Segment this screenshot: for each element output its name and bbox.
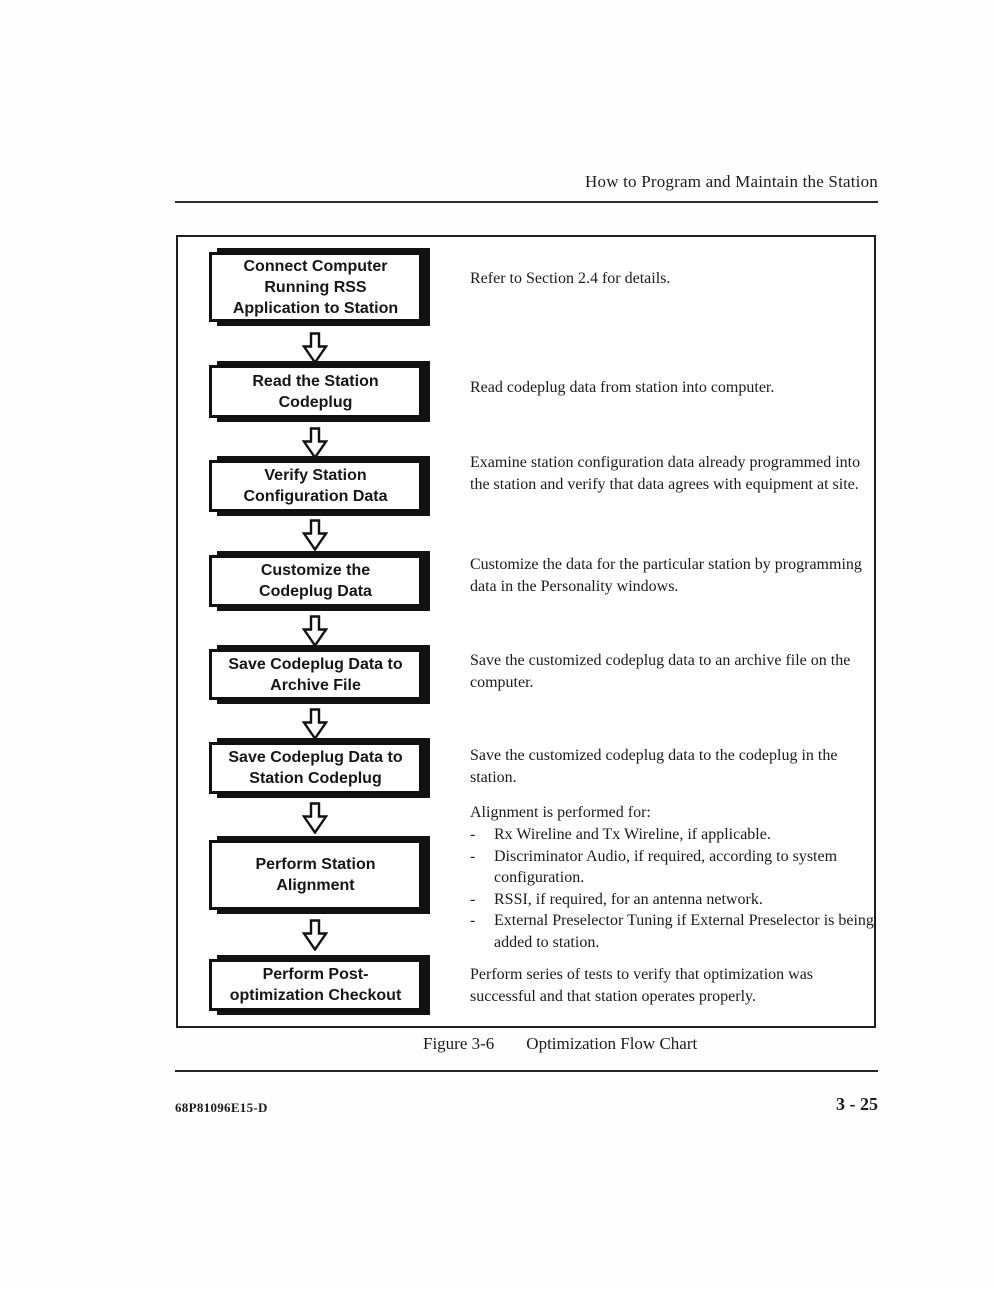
flow-box-label: Perform Station Alignment bbox=[255, 856, 376, 894]
down-arrow-icon bbox=[301, 708, 329, 741]
flow-step-description-1: Refer to Section 2.4 for details. bbox=[470, 270, 671, 287]
bullet-text: RSSI, if required, for an antenna networ… bbox=[494, 890, 763, 908]
header-divider bbox=[175, 201, 878, 203]
flow-box-label: Read the Station Codeplug bbox=[252, 372, 379, 411]
flow-box-read-codeplug: Read the Station Codeplug bbox=[209, 365, 422, 418]
down-arrow-icon bbox=[301, 919, 329, 952]
flow-step-description-7: Alignment is performed for: bbox=[470, 804, 651, 821]
bullet-dash: - bbox=[470, 847, 476, 865]
footer-doc-number: 68P81096E15-D bbox=[175, 1100, 268, 1115]
alignment-bullet-list: - Rx Wireline and Tx Wireline, if applic… bbox=[470, 824, 874, 953]
bullet-text: Discriminator Audio, if required, accord… bbox=[494, 847, 838, 887]
list-item: - Rx Wireline and Tx Wireline, if applic… bbox=[470, 824, 874, 846]
down-arrow-icon bbox=[301, 802, 329, 835]
bullet-text: External Preselector Tuning if External … bbox=[494, 912, 874, 951]
flow-box-save-station: Save Codeplug Data to Station Codeplug bbox=[209, 742, 422, 794]
flow-box-label: Save Codeplug Data to Archive File bbox=[228, 655, 403, 694]
flow-step-description-2: Read codeplug data from station into com… bbox=[470, 379, 775, 396]
flow-box-label: Verify Station Configuration Data bbox=[243, 467, 388, 505]
flow-step-description-5: Save the customized codeplug data to an … bbox=[470, 652, 851, 691]
flow-step-description-3: Examine station configuration data alrea… bbox=[470, 454, 861, 493]
bullet-dash: - bbox=[470, 890, 476, 908]
down-arrow-icon bbox=[301, 427, 329, 460]
flow-box-label: Perform Post- optimization Checkout bbox=[229, 966, 402, 1004]
footer-page-number: 3 - 25 bbox=[836, 1094, 878, 1114]
flow-step-description-6: Save the customized codeplug data to the… bbox=[470, 747, 838, 786]
bullet-dash: - bbox=[470, 826, 476, 843]
list-item: - RSSI, if required, for an antenna netw… bbox=[470, 889, 874, 911]
down-arrow-icon bbox=[301, 615, 329, 648]
figure-caption: Figure 3-6 Optimization Flow Chart bbox=[423, 1034, 697, 1054]
flow-box-label: Connect Computer Running RSS Application… bbox=[232, 257, 399, 317]
footer-divider bbox=[175, 1070, 878, 1072]
flow-box-perform-alignment: Perform Station Alignment bbox=[209, 840, 422, 910]
down-arrow-icon bbox=[301, 519, 329, 552]
figure-caption-label: Figure 3-6 bbox=[423, 1034, 495, 1053]
bullet-dash: - bbox=[470, 912, 476, 929]
flow-box-save-archive: Save Codeplug Data to Archive File bbox=[209, 649, 422, 700]
flow-box-label: Customize the Codeplug Data bbox=[259, 562, 372, 600]
running-header: How to Program and Maintain the Station bbox=[585, 172, 878, 191]
list-item: - External Preselector Tuning if Externa… bbox=[470, 910, 874, 953]
list-item: - Discriminator Audio, if required, acco… bbox=[470, 846, 874, 889]
bullet-text: Rx Wireline and Tx Wireline, if applicab… bbox=[494, 826, 771, 843]
flow-step-description-4: Customize the data for the particular st… bbox=[470, 556, 862, 595]
flowchart-frame: Connect Computer Running RSS Application… bbox=[176, 235, 876, 1028]
flow-box-label: Save Codeplug Data to Station Codeplug bbox=[228, 749, 403, 787]
flow-box-post-optimization-checkout: Perform Post- optimization Checkout bbox=[209, 959, 422, 1011]
flow-box-verify-configuration: Verify Station Configuration Data bbox=[209, 460, 422, 512]
figure-caption-title: Optimization Flow Chart bbox=[526, 1034, 698, 1053]
flow-box-connect-computer: Connect Computer Running RSS Application… bbox=[209, 252, 422, 322]
down-arrow-icon bbox=[301, 332, 329, 365]
flow-step-description-8: Perform series of tests to verify that o… bbox=[470, 966, 814, 1005]
flow-box-customize-codeplug: Customize the Codeplug Data bbox=[209, 555, 422, 607]
